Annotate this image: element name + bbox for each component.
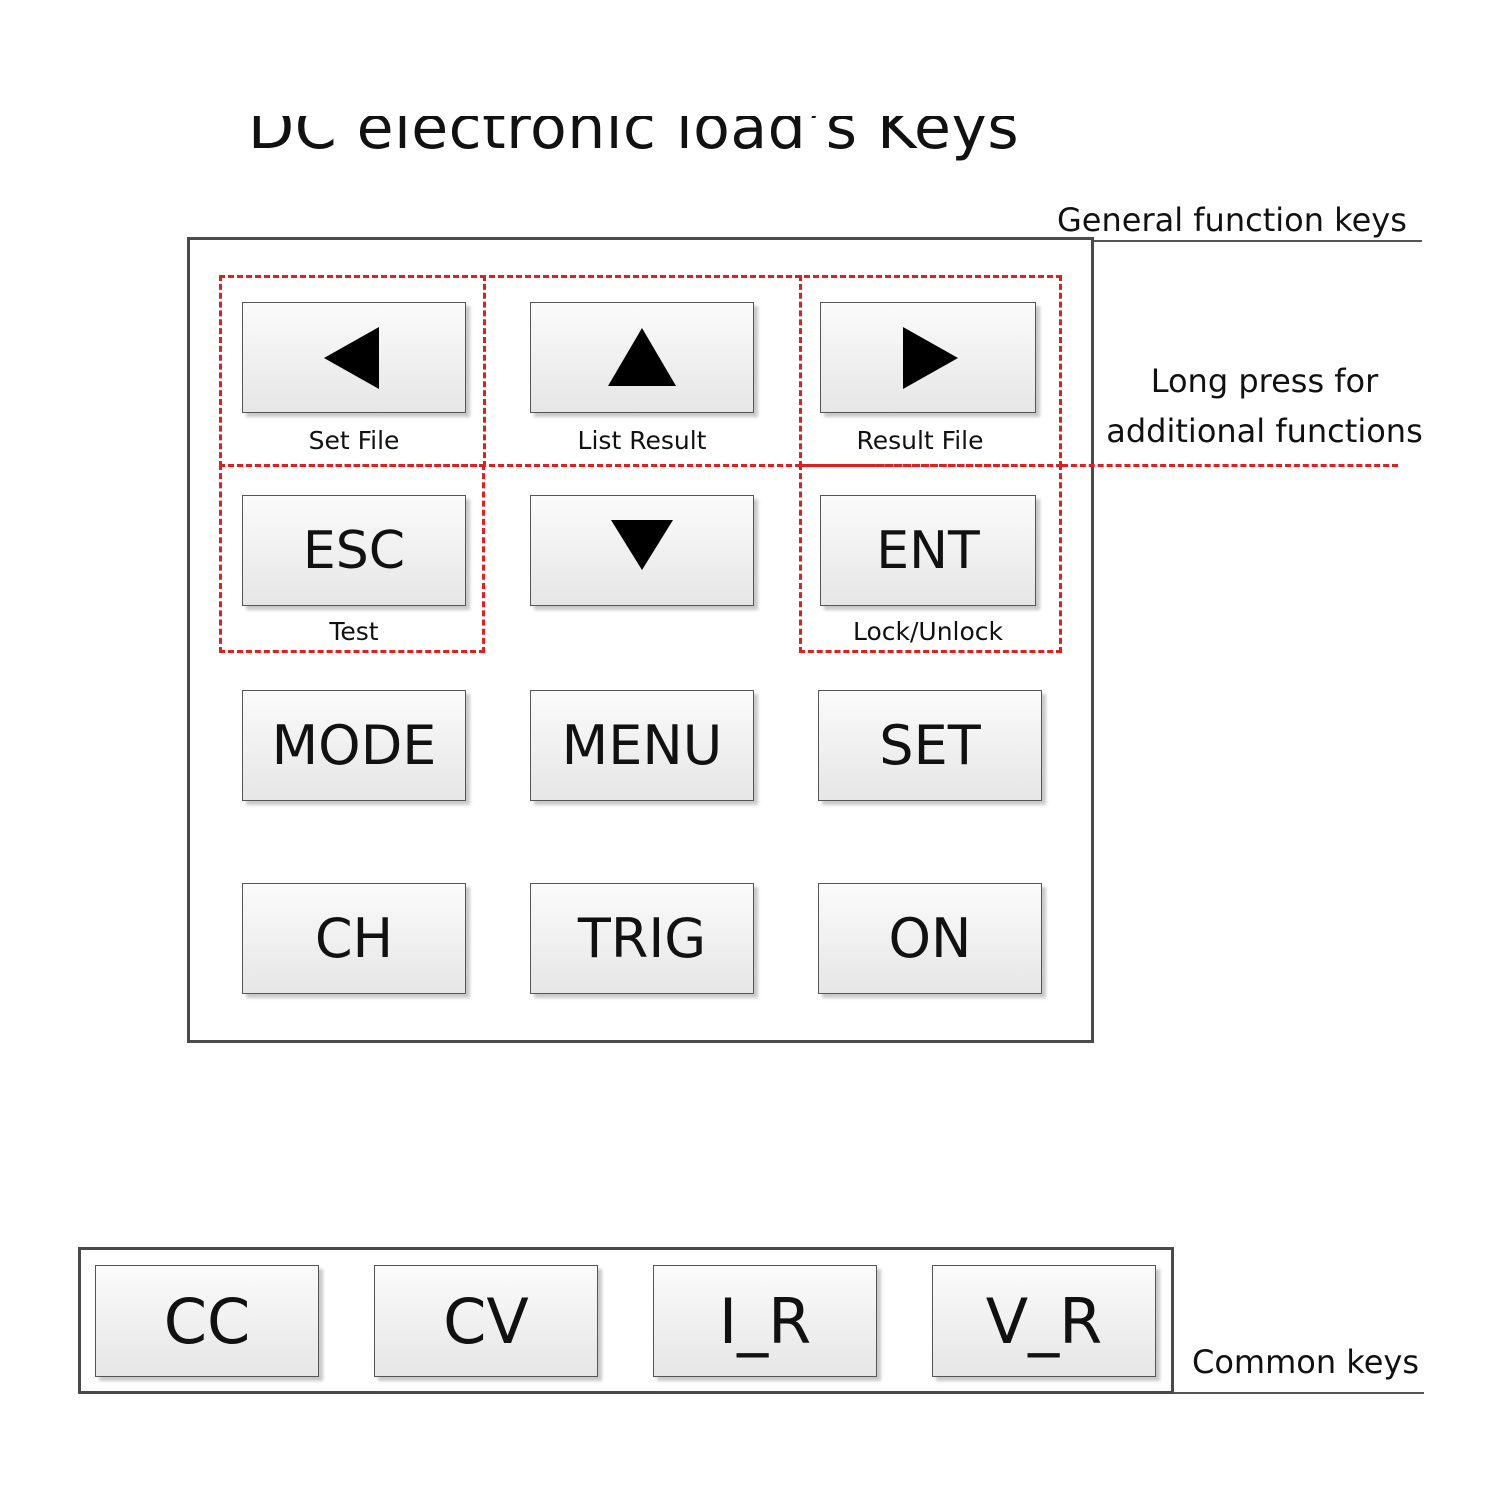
left-arrow-key[interactable] <box>242 302 466 413</box>
ch-key[interactable]: CH <box>242 883 466 994</box>
i-r-key[interactable]: I_R <box>653 1265 877 1377</box>
function-key-panel <box>187 237 1094 1043</box>
esc-highlight <box>219 464 485 653</box>
set-file-label: Set File <box>308 426 400 455</box>
cv-key[interactable]: CV <box>374 1265 598 1377</box>
long-press-leader <box>1062 464 1398 467</box>
right-triangle-icon <box>903 326 958 389</box>
long-press-label-line1: Long press for <box>1150 362 1379 400</box>
on-key[interactable]: ON <box>818 883 1042 994</box>
esc-key[interactable]: ESC <box>242 495 466 606</box>
up-triangle-icon <box>608 327 676 386</box>
ent-highlight <box>799 464 1062 653</box>
ent-key[interactable]: ENT <box>820 495 1036 606</box>
down-triangle-icon <box>611 520 673 570</box>
highlight-divider-left <box>483 275 486 467</box>
common-keys-leader <box>1174 1392 1424 1394</box>
page-title: DC electronic load’s Keys <box>248 116 1020 163</box>
left-triangle-icon <box>324 326 379 389</box>
lock-unlock-label: Lock/Unlock <box>852 617 1004 646</box>
general-function-keys-leader <box>1092 240 1422 242</box>
trig-key[interactable]: TRIG <box>530 883 754 994</box>
menu-key[interactable]: MENU <box>530 690 754 801</box>
v-r-key[interactable]: V_R <box>932 1265 1156 1377</box>
title-clip: DC electronic load’s Keys <box>0 116 1500 196</box>
highlight-divider-right <box>799 275 802 467</box>
long-press-label-line2: additional functions <box>1106 412 1423 450</box>
test-label: Test <box>329 617 379 646</box>
list-result-label: List Result <box>577 426 707 455</box>
result-file-label: Result File <box>856 426 984 455</box>
common-keys-label: Common keys <box>1192 1343 1419 1381</box>
common-key-panel <box>78 1247 1174 1394</box>
set-key[interactable]: SET <box>818 690 1042 801</box>
long-press-row-highlight <box>219 275 1062 467</box>
up-arrow-key[interactable] <box>530 302 754 413</box>
cc-key[interactable]: CC <box>95 1265 319 1377</box>
down-arrow-key[interactable] <box>530 495 754 606</box>
right-arrow-key[interactable] <box>820 302 1036 413</box>
mode-key[interactable]: MODE <box>242 690 466 801</box>
general-function-keys-label: General function keys <box>1057 201 1407 239</box>
